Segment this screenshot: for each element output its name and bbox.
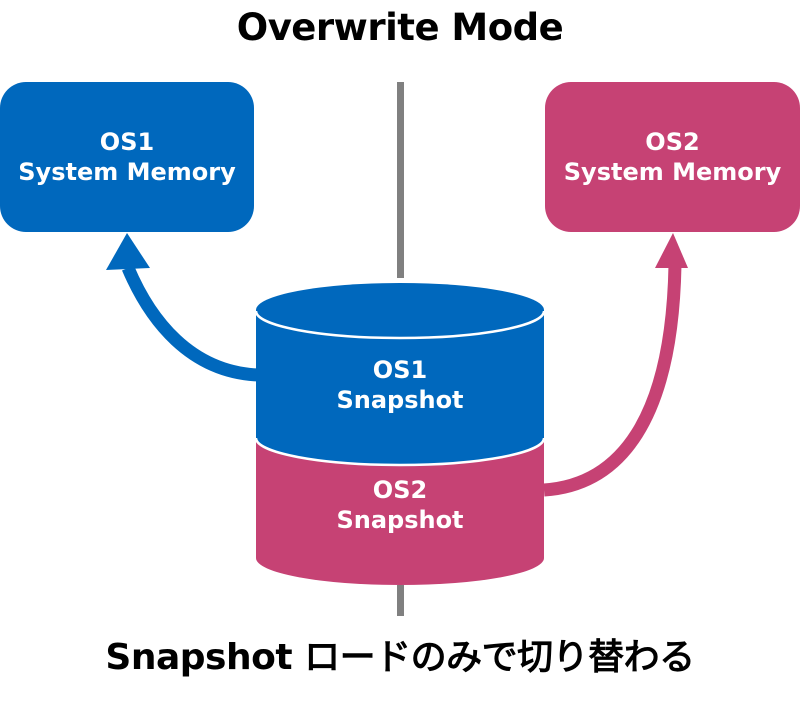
os2-system-memory-box: OS2 System Memory	[545, 82, 800, 232]
os1-load-arrow-shaft	[122, 265, 259, 382]
os1-system-memory-box: OS1 System Memory	[0, 82, 254, 232]
os1-snapshot-label: OS1 Snapshot	[256, 355, 544, 415]
os2-memory-label-line1: OS2	[645, 128, 700, 156]
os1-snapshot-cylinder-section	[254, 283, 546, 467]
os1-memory-label-line2: System Memory	[18, 158, 236, 186]
diagram-caption: Snapshot ロードのみで切り替わる	[105, 637, 695, 678]
os2-snapshot-label-line2: Snapshot	[336, 506, 464, 534]
divider-line-top	[397, 82, 404, 278]
os1-snapshot-label-line2: Snapshot	[336, 386, 464, 414]
os1-load-arrowhead	[106, 233, 150, 270]
os2-snapshot-label-line1: OS2	[372, 476, 428, 504]
cylinder-top-ellipse	[256, 283, 544, 337]
os2-load-arrow-shaft	[543, 264, 682, 497]
os1-snapshot-label-line1: OS1	[372, 356, 428, 384]
os1-memory-label-line1: OS1	[99, 128, 155, 156]
divider-line-bottom	[397, 585, 404, 616]
diagram-title: Overwrite Mode	[236, 6, 564, 49]
os2-load-arrowhead	[655, 233, 688, 268]
os2-memory-label-line2: System Memory	[563, 158, 782, 186]
os2-snapshot-label: OS2 Snapshot	[256, 475, 544, 535]
os2-snapshot-cylinder-section	[256, 438, 544, 585]
